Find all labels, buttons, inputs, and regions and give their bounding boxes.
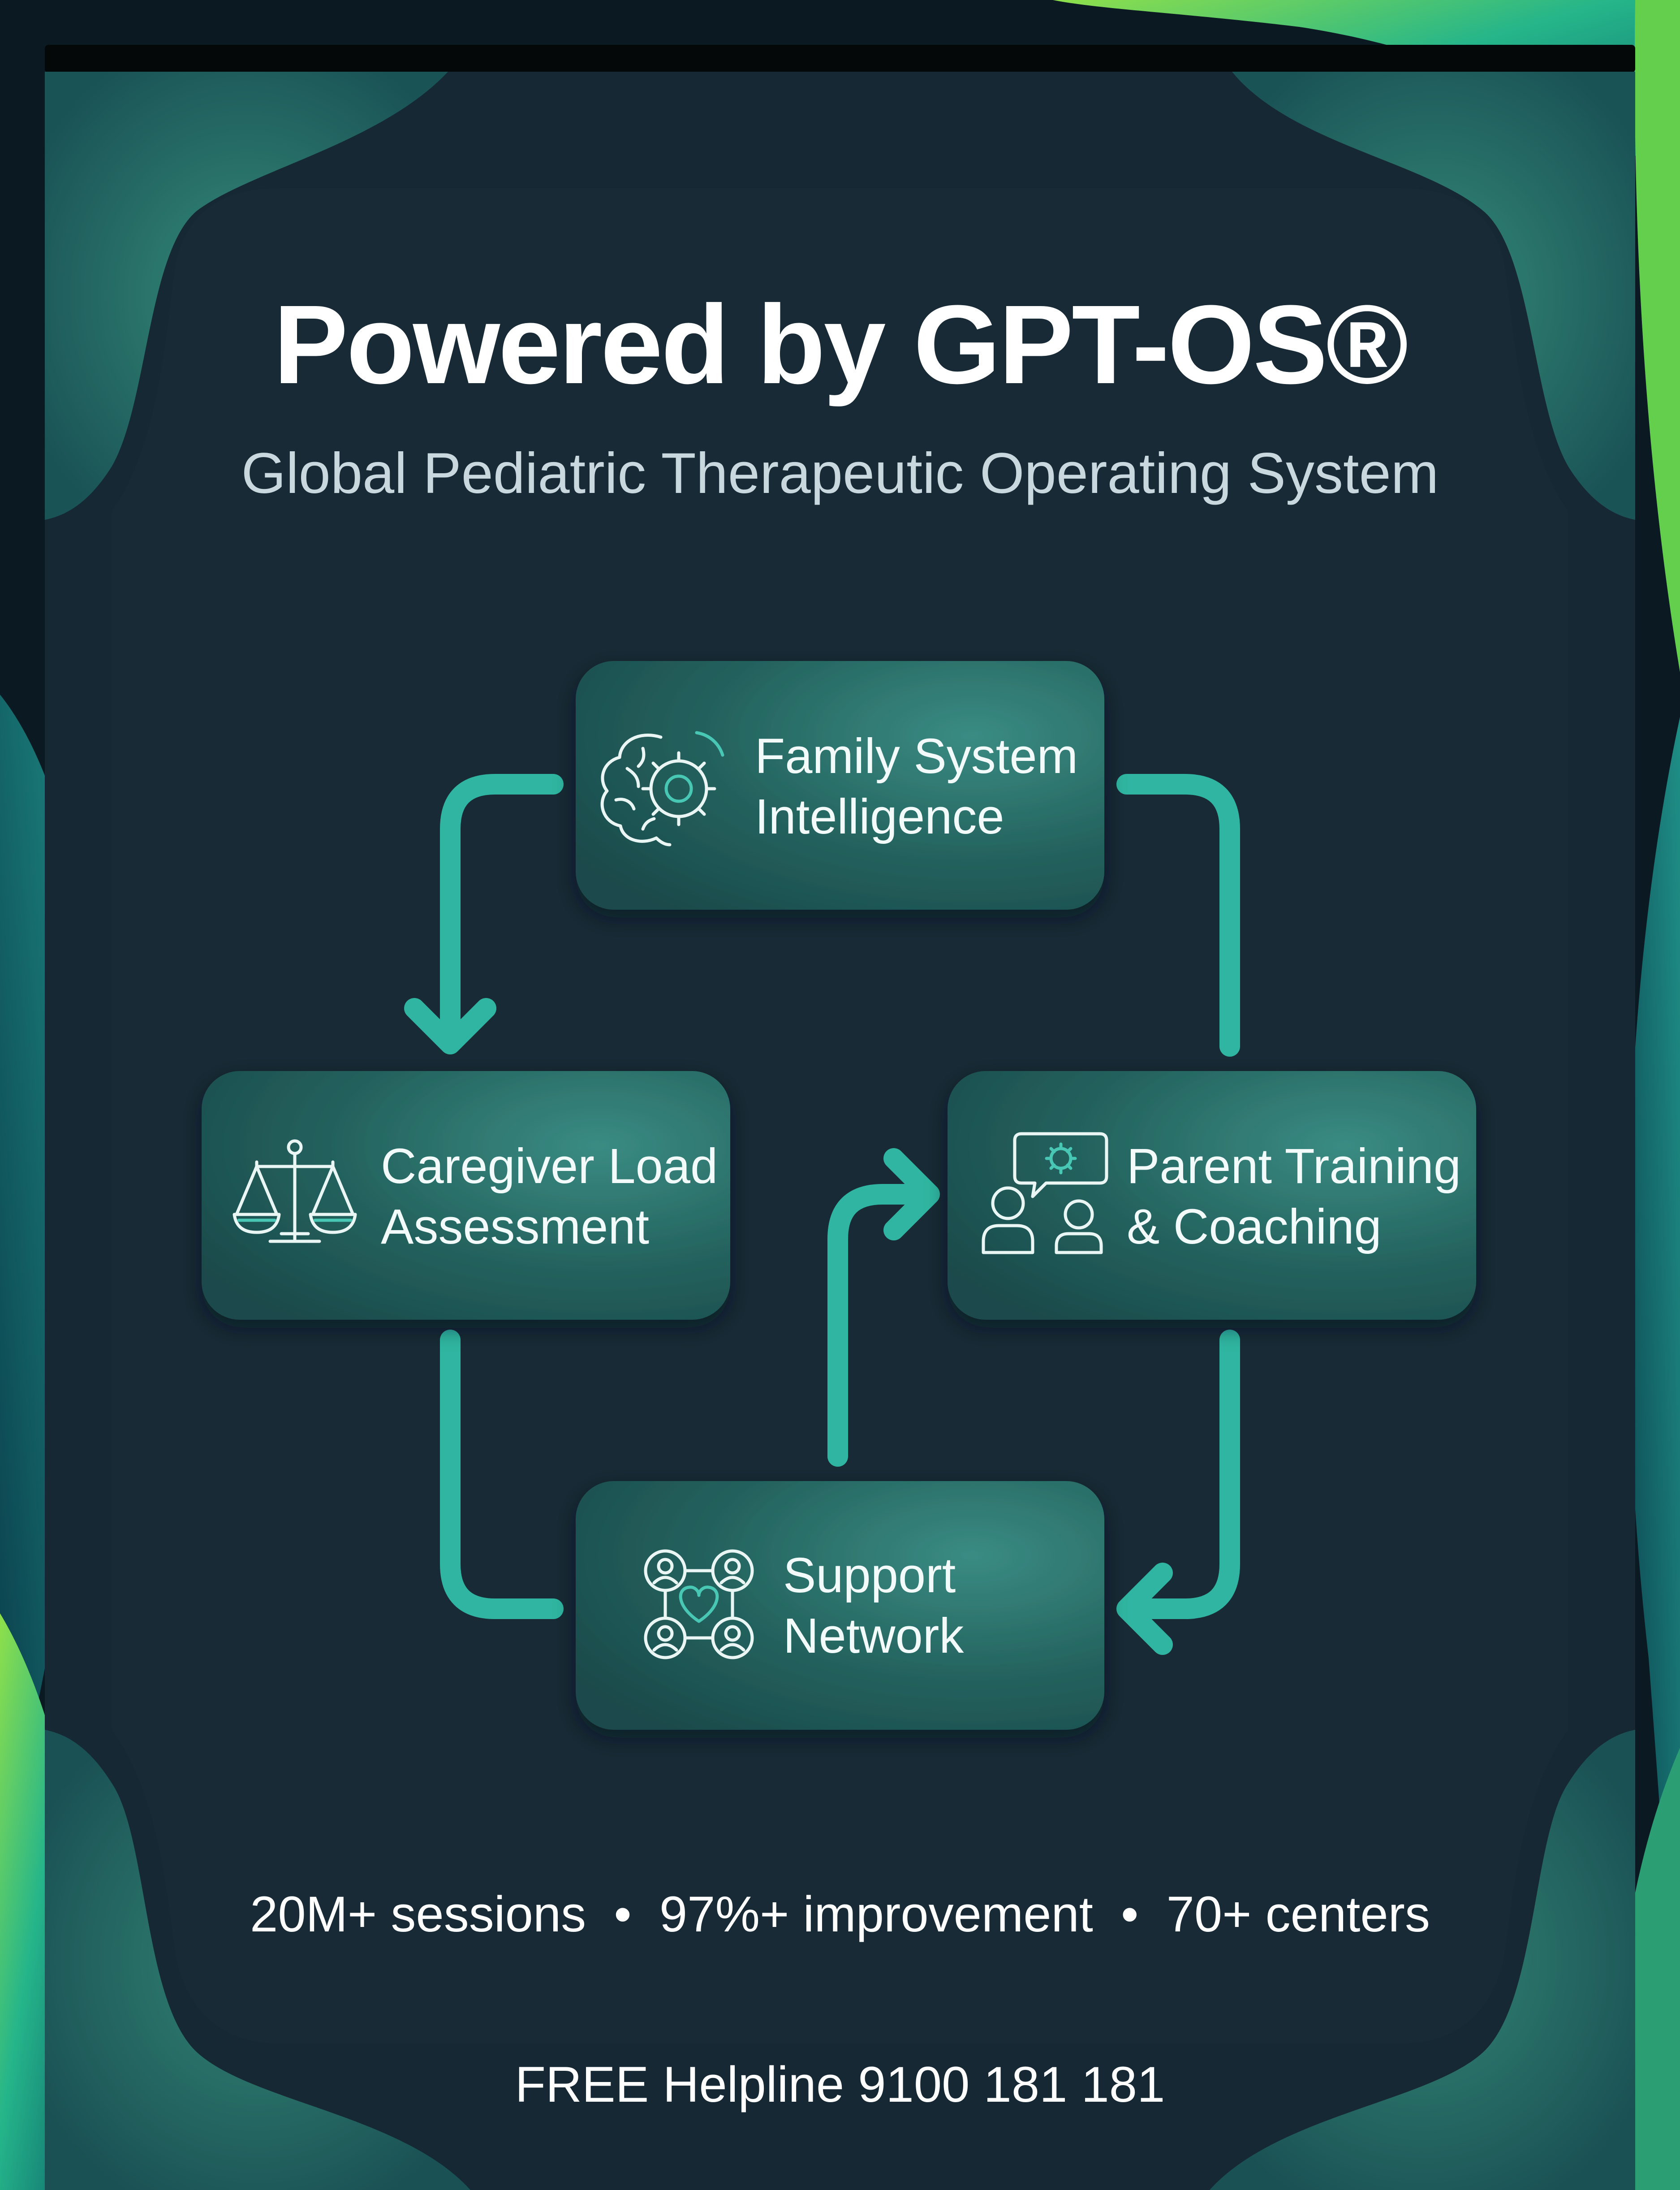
node-family-system-intelligence: Family System Intelligence <box>576 661 1104 910</box>
arrow-support-to-parent <box>827 1148 940 1467</box>
leaf-shape-right-upper <box>1634 0 1680 672</box>
corner-foliage-bottom-right <box>1210 1730 1635 2190</box>
network-heart-icon <box>644 1549 754 1659</box>
node-label-support-line1: Support <box>783 1548 956 1603</box>
stats-line: 20M+ sessions • 97%+ improvement • 70+ c… <box>250 1886 1430 1942</box>
balance-scale-icon <box>233 1139 357 1243</box>
inner-panel <box>112 188 1568 2043</box>
parent-coaching-icon <box>982 1132 1108 1254</box>
node-label-caregiver-line1: Caregiver Load <box>381 1139 718 1194</box>
page-title: Powered by GPT-OS® <box>273 282 1407 407</box>
node-label-family-line1: Family System <box>755 729 1078 784</box>
arrow-parent-to-support <box>1116 1330 1240 1655</box>
page-subtitle: Global Pediatric Therapeutic Operating S… <box>241 441 1439 505</box>
top-bar <box>45 45 1635 73</box>
arrow-family-to-caregiver <box>404 774 564 1054</box>
node-caregiver-load-assessment: Caregiver Load Assessment <box>202 1071 730 1320</box>
arrow-family-to-parent <box>1116 774 1240 1057</box>
corner-foliage-top-left <box>45 72 448 520</box>
corner-foliage-bottom-left <box>45 1730 470 2190</box>
corner-foliage-top-right <box>1232 72 1635 520</box>
brain-gear-icon <box>600 731 724 847</box>
node-support-network: Support Network <box>576 1481 1104 1730</box>
helpline-text: FREE Helpline 9100 181 181 <box>515 2056 1165 2112</box>
cycle-arrows <box>404 774 1240 1655</box>
node-label-caregiver-line2: Assessment <box>381 1199 649 1254</box>
node-label-support-line2: Network <box>783 1608 964 1663</box>
node-parent-training-coaching: Parent Training & Coaching <box>948 1071 1476 1320</box>
node-label-family-line2: Intelligence <box>755 789 1004 844</box>
node-label-parent-line1: Parent Training <box>1127 1139 1461 1194</box>
arrow-caregiver-to-support <box>440 1330 564 1619</box>
node-label-parent-line2: & Coaching <box>1127 1199 1382 1254</box>
